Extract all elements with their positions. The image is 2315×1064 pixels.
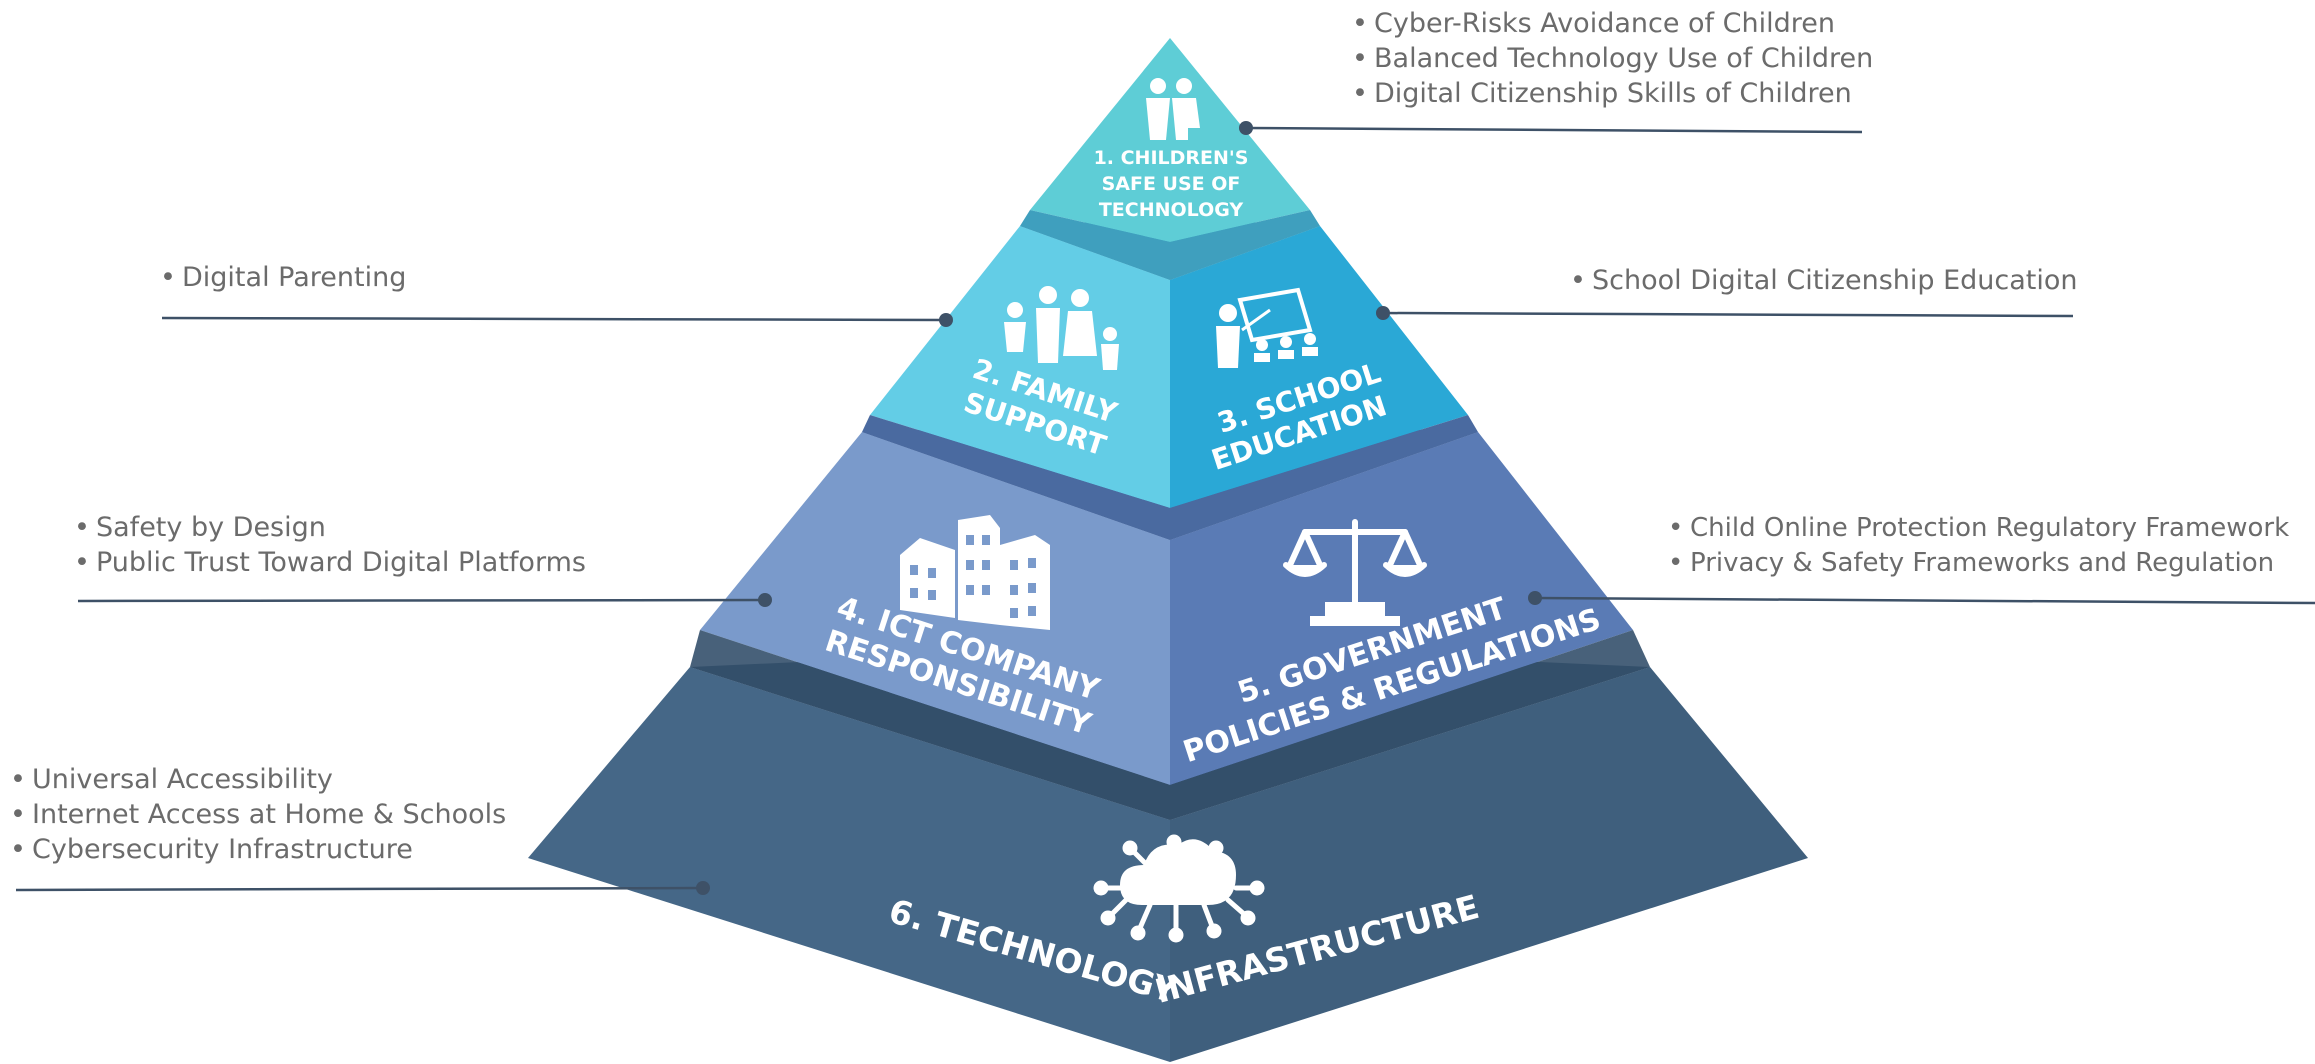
note-item: •Public Trust Toward Digital Platforms (74, 547, 586, 578)
level-1-label-line3: TECHNOLOGY (1099, 199, 1244, 221)
note-item: •Universal Accessibility (10, 764, 333, 795)
note-item: •Cybersecurity Infrastructure (10, 834, 413, 865)
level-1-bottom-band-right (1170, 210, 1320, 280)
note-item: •Balanced Technology Use of Children (1352, 43, 1874, 74)
family-icon (1004, 286, 1119, 370)
leader-dot-level-2 (939, 313, 953, 327)
children-icon (1146, 78, 1200, 140)
notes-level-5: •Child Online Protection Regulatory Fram… (1668, 511, 2289, 581)
notes-level-4: •Safety by Design •Public Trust Toward D… (74, 510, 586, 580)
leader-dot-level-3 (1376, 306, 1390, 320)
notes-level-6: •Universal Accessibility •Internet Acces… (10, 762, 506, 867)
level-6-left-face (528, 667, 1170, 1062)
level-1-label-line2: SAFE USE OF (1102, 173, 1241, 195)
scales-icon (1283, 519, 1427, 626)
note-item: •Digital Parenting (160, 262, 407, 293)
note-item: •School Digital Citizenship Education (1570, 265, 2078, 296)
leader-level-1 (1245, 126, 1863, 134)
leader-level-3 (1382, 311, 2074, 318)
leader-dot-level-4 (758, 593, 772, 607)
level-2-face (870, 226, 1170, 508)
note-item: •Digital Citizenship Skills of Children (1352, 78, 1852, 109)
notes-level-2: •Digital Parenting (160, 260, 406, 295)
leader-level-2 (161, 316, 947, 322)
level-6-right-face (1170, 667, 1808, 1062)
note-item: •Child Online Protection Regulatory Fram… (1668, 513, 2290, 543)
note-item: •Privacy & Safety Frameworks and Regulat… (1668, 548, 2275, 578)
level-2-3-tier: 2. FAMILY SUPPORT 3. SCHOOL EDUCATION (862, 218, 1478, 540)
level-1-childrens-safe-use: 1. CHILDREN'S SAFE USE OF TECHNOLOGY (1020, 38, 1320, 280)
tier-45-bottom-band-right (1170, 630, 1650, 820)
leader-level-4 (77, 598, 766, 603)
classroom-icon (1216, 287, 1318, 368)
tier-23-bottom-band (862, 415, 1170, 540)
level-1-label-line1: 1. CHILDREN'S (1094, 147, 1249, 169)
leader-dot-level-6 (696, 881, 710, 895)
leader-level-6 (15, 886, 704, 892)
tier-23-bottom-band-right (1170, 415, 1478, 540)
notes-level-3: •School Digital Citizenship Education (1570, 263, 2078, 298)
leader-dot-level-1 (1239, 121, 1253, 135)
level-5-face (1170, 432, 1633, 785)
notes-level-1: •Cyber-Risks Avoidance of Children •Bala… (1352, 6, 1873, 111)
leader-lines (15, 121, 2315, 895)
level-1-bottom-band (1020, 210, 1170, 280)
note-item: •Safety by Design (74, 512, 326, 543)
leader-dot-level-5 (1528, 591, 1542, 605)
level-3-face (1170, 226, 1468, 508)
level-1-face (1030, 38, 1310, 242)
note-item: •Cyber-Risks Avoidance of Children (1352, 8, 1835, 39)
leader-level-5 (1534, 596, 2315, 605)
cloud-network-icon (1093, 834, 1265, 943)
tier-45-bottom-band (690, 630, 1170, 820)
buildings-icon (900, 515, 1050, 630)
note-item: •Internet Access at Home & Schools (10, 799, 507, 830)
